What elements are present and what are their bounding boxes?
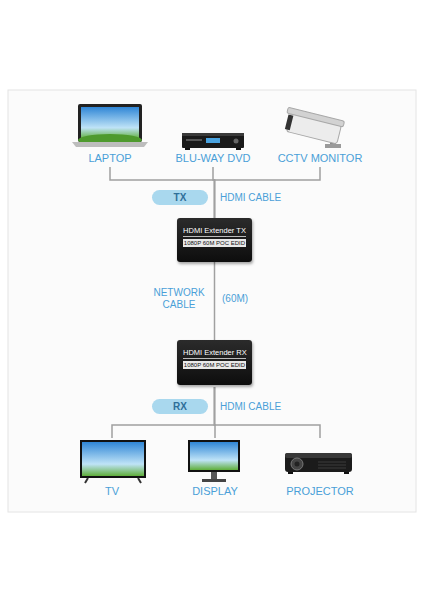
- pill-label: RX: [152, 399, 208, 414]
- edge-label: NETWORK CABLE: [148, 287, 210, 311]
- extender-spec: 1080P 60M POC EDID: [183, 239, 246, 247]
- cable-line: [110, 167, 215, 218]
- device-node: LAPTOP: [66, 102, 154, 165]
- projector-illustration: [285, 453, 352, 474]
- laptop-illustration: [72, 104, 148, 147]
- device-node: PROJECTOR: [268, 438, 372, 498]
- cable-label: HDMI CABLE: [220, 192, 281, 204]
- device-label: BLU-WAY DVD: [163, 152, 263, 165]
- device-label: PROJECTOR: [268, 485, 372, 498]
- extender-spec: 1080P 60M POC EDID: [183, 361, 246, 369]
- monitor-illustration: [188, 440, 240, 482]
- device-label: LAPTOP: [66, 152, 154, 165]
- panel-background: [8, 90, 416, 512]
- dvd-player-illustration: [182, 133, 244, 150]
- device-label: CCTV MONITOR: [265, 152, 375, 165]
- extender-box: HDMI Extender RX 1080P 60M POC EDID: [177, 340, 252, 385]
- tv-illustration: [80, 440, 146, 483]
- cable-label: (60M): [222, 293, 248, 305]
- extender-title: HDMI Extender TX: [183, 226, 246, 237]
- cable-line: [215, 387, 321, 438]
- device-node: TV: [68, 438, 156, 498]
- cable-line: [214, 262, 216, 340]
- rx-pill: RX: [152, 399, 208, 414]
- extender-title: HDMI Extender RX: [183, 348, 246, 359]
- tx-pill: TX: [152, 190, 208, 205]
- device-label: DISPLAY: [170, 485, 260, 498]
- cctv-camera-illustration: [282, 107, 344, 148]
- device-label: TV: [68, 485, 156, 498]
- device-node: CCTV MONITOR: [265, 102, 375, 165]
- cable-line: [215, 167, 321, 218]
- extender-box: HDMI Extender TX 1080P 60M POC EDID: [177, 218, 252, 262]
- cable-line: [112, 387, 215, 438]
- cable-label: HDMI CABLE: [220, 401, 281, 413]
- device-node: BLU-WAY DVD: [163, 102, 263, 165]
- pill-label: TX: [152, 190, 208, 205]
- device-node: DISPLAY: [170, 438, 260, 498]
